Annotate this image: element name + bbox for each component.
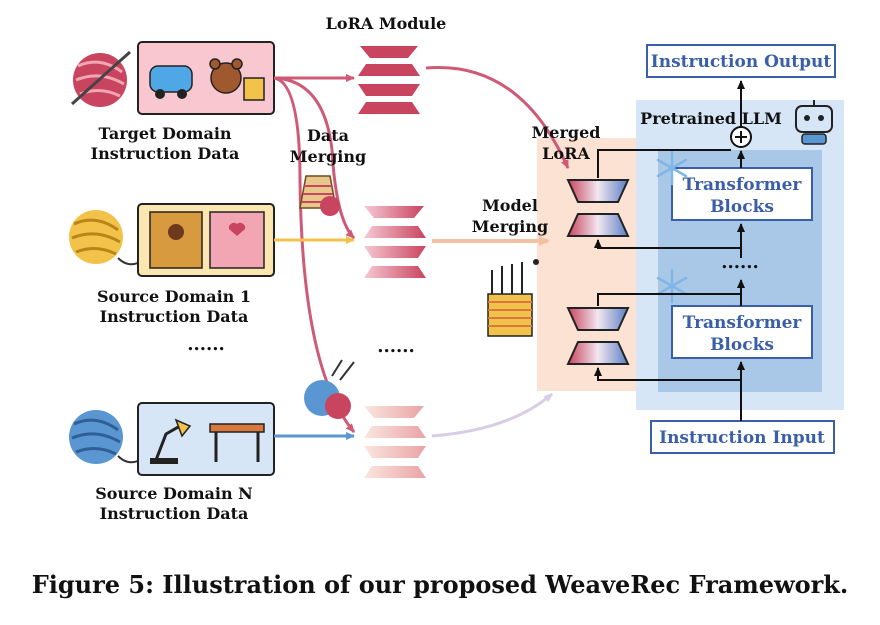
- snowflake-icon-lower: [656, 268, 688, 304]
- domains-ellipsis: ......: [187, 334, 225, 355]
- loom-icon: [487, 259, 539, 337]
- sourceN-lora-stack: [364, 406, 426, 478]
- transformer-lower-line2: Blocks: [710, 335, 774, 355]
- source1-image: [137, 203, 275, 277]
- sourceN-image: [137, 402, 275, 476]
- target-lora-to-merged-arrow: [425, 65, 570, 169]
- model-merging-label-line1: Model: [482, 196, 538, 215]
- source1-label-line1: Source Domain 1: [97, 287, 251, 306]
- transformer-block-upper: [671, 167, 813, 221]
- transformer-ellipsis: ......: [721, 252, 759, 273]
- yarn-balls-icon: [304, 359, 355, 419]
- target-domain-label-line2: Instruction Data: [91, 144, 240, 163]
- spool-icon: [299, 175, 340, 216]
- target-lora-stack: [358, 46, 420, 114]
- source1-yarn-icon: [69, 210, 141, 266]
- sourceN-label-line1: Source Domain N: [95, 484, 253, 503]
- lora-stacks-ellipsis: ......: [377, 336, 415, 357]
- snowflake-icon-upper: [656, 150, 688, 186]
- source1-lora-stack: [364, 206, 426, 278]
- merged-upper-to-plus-arrow: [597, 149, 731, 178]
- transformer-block-lower: [671, 305, 813, 359]
- target-domain-label-line1: Target Domain: [98, 124, 231, 143]
- sourceN-label-line2: Instruction Data: [100, 504, 249, 523]
- model-merging-label-line2: Merging: [472, 217, 548, 236]
- data-merging-label-line1: Data: [307, 126, 349, 145]
- instruction-input-box: [650, 420, 835, 454]
- source1-label-line2: Instruction Data: [100, 307, 249, 326]
- plus-circle-icon: [730, 126, 752, 148]
- robot-icon: [795, 100, 833, 145]
- merged-lora-upper: [566, 179, 630, 237]
- transformer-upper-line2: Blocks: [710, 197, 774, 217]
- data-merging-label-line2: Merging: [290, 147, 366, 166]
- target-domain-image: [137, 41, 275, 115]
- sourceN-lora-to-merged-arrow: [431, 392, 553, 438]
- merged-lora-lower: [566, 307, 630, 365]
- instruction-output-label: Instruction Output: [651, 52, 832, 72]
- merged-lora-label-line1: Merged: [532, 123, 601, 142]
- sourceN-yarn-icon: [69, 410, 141, 464]
- figure-caption: Figure 5: Illustration of our proposed W…: [31, 570, 849, 599]
- transformer-upper-line1: Transformer: [683, 175, 803, 195]
- to-merged-upper-arrow: [594, 239, 741, 249]
- instruction-input-label: Instruction Input: [659, 428, 825, 448]
- input-to-merged-lower-arrow: [594, 367, 741, 381]
- target-domain-yarn-icon: [70, 50, 132, 107]
- merged-lora-label-line2: LoRA: [542, 144, 590, 163]
- lora-module-title: LoRA Module: [326, 14, 447, 33]
- transformer-lower-line1: Transformer: [683, 313, 803, 333]
- pretrained-llm-label: Pretrained LLM: [640, 109, 782, 128]
- target-to-source1-lora-arrow: [273, 76, 356, 240]
- instruction-output-box: [646, 44, 836, 78]
